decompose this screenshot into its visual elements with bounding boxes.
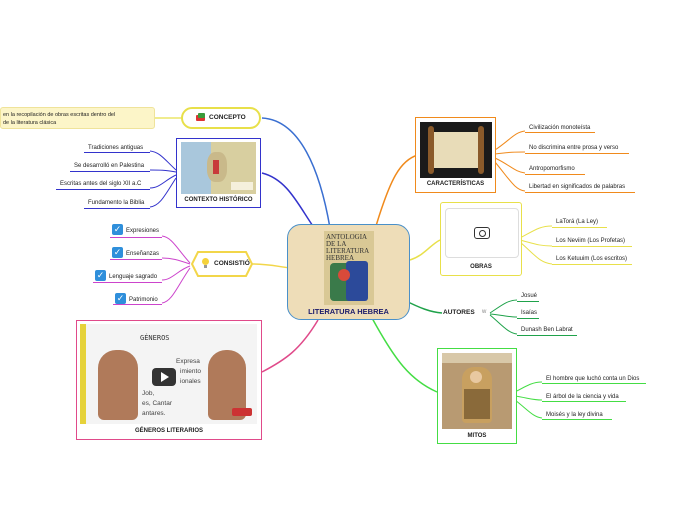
caracteristicas-item-2-underline — [525, 153, 629, 154]
contexto-item-2-underline — [70, 171, 150, 172]
mitos-item-2: El árbol de la ciencia y vida — [546, 393, 619, 401]
obras-item-1-underline — [552, 227, 607, 228]
mitos-item-2-underline — [542, 401, 626, 402]
autores-collapse-icon[interactable]: w — [482, 309, 486, 315]
consistio-title: CONSISTIÓ — [214, 260, 250, 267]
channel-logo — [232, 408, 252, 416]
mitos-title: MITOS — [438, 433, 516, 439]
consistio-item-2-underline — [110, 259, 162, 260]
obras-item-3: Los Ketuuim (Los escritos) — [556, 255, 627, 263]
video-text-line-5: es, Cantar — [142, 400, 172, 408]
book-icon — [196, 113, 206, 123]
consistio-item-4-underline — [113, 304, 162, 305]
video-text-line-6: antares. — [142, 410, 166, 418]
autores-item-3: Dunash Ben Labrat — [521, 326, 573, 334]
mitos-painting-image — [442, 353, 512, 429]
generos-literarios-title: GÉNEROS LITERARIOS — [77, 428, 261, 434]
obras-title: OBRAS — [441, 264, 521, 270]
contexto-item-3: Escritas antes del siglo XII a.C — [60, 180, 141, 188]
concepto-note[interactable]: en la recopilación de obras escritas den… — [0, 107, 155, 129]
consistio-item-3: Lenguaje sagrado — [109, 273, 157, 281]
obras-node[interactable]: OBRAS — [440, 202, 522, 276]
mitos-item-3-underline — [542, 419, 612, 420]
contexto-historico-node[interactable]: CONTEXTO HISTÓRICO — [176, 138, 261, 208]
caracteristicas-item-4-underline — [525, 192, 635, 193]
contexto-historico-title: CONTEXTO HISTÓRICO — [177, 197, 260, 203]
caracteristicas-item-3-underline — [525, 174, 585, 175]
mitos-item-1-underline — [542, 383, 646, 384]
play-icon[interactable] — [152, 368, 176, 386]
mitos-node[interactable]: MITOS — [437, 348, 517, 444]
obras-item-1: LaTorá (La Ley) — [556, 218, 598, 226]
consistio-item-1-underline — [110, 237, 162, 238]
obras-item-2: Los Neviim (Los Profetas) — [556, 237, 625, 245]
video-text-line-3: ionales — [180, 378, 201, 386]
historical-map-image — [181, 142, 256, 194]
check-icon: ✓ — [112, 247, 123, 258]
central-topic-title: LITERATURA HEBREA — [288, 307, 409, 316]
autores-item-3-underline — [517, 335, 577, 336]
generos-video-thumbnail[interactable]: GÉNEROS Expresa imiento ionales Job, es,… — [80, 324, 257, 424]
central-topic-node[interactable]: ANTOLOGIA DE LA LITERATURA HEBREA LITERA… — [287, 224, 410, 320]
autores-item-2-underline — [517, 318, 539, 319]
concepto-title: CONCEPTO — [209, 114, 246, 121]
autores-item-2: Isaías — [521, 309, 537, 317]
autores-title[interactable]: AUTORES — [443, 309, 475, 316]
lightbulb-icon — [201, 258, 210, 269]
contexto-item-1-underline — [84, 152, 150, 153]
video-text-line-2: imiento — [180, 368, 201, 376]
autores-item-1-underline — [517, 301, 539, 302]
concepto-node[interactable]: CONCEPTO — [181, 107, 261, 129]
concepto-note-line-1: en la recopilación de obras escritas den… — [3, 111, 115, 119]
check-icon: ✓ — [112, 224, 123, 235]
book-cover-image: ANTOLOGIA DE LA LITERATURA HEBREA — [324, 231, 374, 305]
check-icon: ✓ — [95, 270, 106, 281]
contexto-item-2: Se desarrolló en Palestina — [74, 162, 144, 170]
obras-item-3-underline — [552, 264, 632, 265]
mitos-item-1: El hombre que luchó conta un Dios — [546, 375, 639, 383]
autores-item-1: Josué — [521, 292, 537, 300]
check-icon: ✓ — [115, 293, 126, 304]
consistio-item-3-underline — [93, 282, 162, 283]
video-text-line-4: Job, — [142, 390, 154, 398]
caracteristicas-item-1: Civilización monoteísta — [529, 124, 590, 132]
caracteristicas-item-4: Libertad en significados de palabras — [529, 183, 625, 191]
obras-item-2-underline — [552, 246, 632, 247]
contexto-item-4: Fundamento la Biblia — [88, 199, 144, 207]
obras-image-placeholder — [445, 208, 519, 258]
contexto-item-4-underline — [84, 208, 150, 209]
book-cover-title: ANTOLOGIA DE LA LITERATURA HEBREA — [326, 234, 370, 262]
camera-icon — [474, 227, 490, 239]
contexto-item-3-underline — [56, 189, 150, 190]
caracteristicas-node[interactable]: CARACTERÍSTICAS — [415, 117, 496, 193]
caracteristicas-item-1-underline — [525, 132, 595, 133]
generos-literarios-node[interactable]: GÉNEROS Expresa imiento ionales Job, es,… — [76, 320, 262, 440]
consistio-item-1: Expresiones — [126, 227, 159, 235]
video-heading: GÉNEROS — [140, 334, 170, 342]
consistio-item-2: Enseñanzas — [126, 250, 159, 258]
caracteristicas-item-3: Antropomorfismo — [529, 165, 575, 173]
left-hand-image — [98, 350, 138, 420]
consistio-item-4: Patrimonio — [129, 296, 158, 304]
caracteristicas-title: CARACTERÍSTICAS — [416, 181, 495, 187]
torah-scroll-image — [420, 122, 492, 178]
mitos-item-3: Moisés y la ley divina — [546, 411, 603, 419]
video-text-line-1: Expresa — [176, 358, 200, 366]
caracteristicas-item-2: No discrimina entre prosa y verso — [529, 144, 618, 152]
contexto-item-1: Tradiciones antiguas — [88, 144, 143, 152]
concepto-note-line-2: de la literatura clásica — [3, 119, 56, 127]
